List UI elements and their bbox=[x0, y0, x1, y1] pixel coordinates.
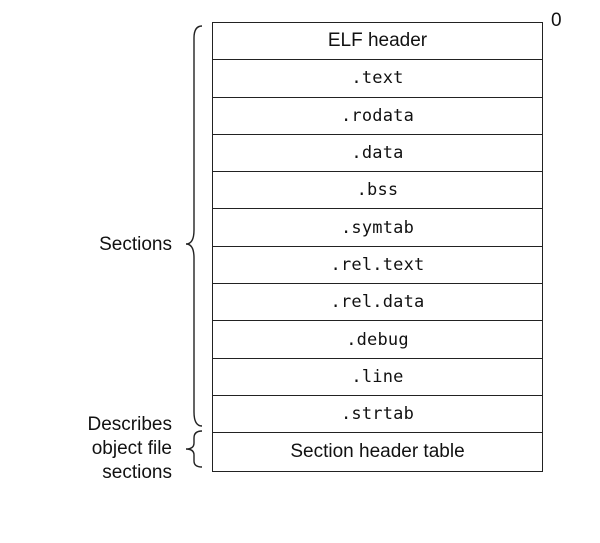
describes-label-line-2: object file bbox=[91, 438, 172, 459]
describes-label-line-3: sections bbox=[102, 462, 172, 483]
row-elf-header: ELF header bbox=[213, 23, 542, 61]
row-section-header-table: Section header table bbox=[290, 440, 465, 462]
row-bss-section: .bss bbox=[213, 172, 542, 210]
row-text-section: .text bbox=[213, 60, 542, 98]
row-symtab-section: .symtab bbox=[213, 209, 542, 247]
offset-zero-label: 0 bbox=[551, 10, 562, 31]
describes-brace bbox=[185, 430, 203, 468]
row-strtab-section: .strtab bbox=[213, 396, 542, 434]
row-debug-section: .debug bbox=[213, 321, 542, 359]
describes-label: Describes object file sections bbox=[88, 413, 172, 485]
row-line-section: .line bbox=[213, 359, 542, 396]
sections-label: Sections bbox=[99, 234, 172, 255]
describes-label-line-1: Describes bbox=[87, 414, 172, 435]
row-rodata-section: .rodata bbox=[213, 98, 542, 135]
row-rel-text-section: .rel.text bbox=[213, 247, 542, 285]
elf-sections-table: ELF header .text .rodata .data .bss .sym… bbox=[212, 22, 543, 472]
row-data-section: .data bbox=[213, 135, 542, 173]
row-rel-data-section: .rel.data bbox=[213, 284, 542, 322]
sections-brace bbox=[185, 25, 203, 427]
